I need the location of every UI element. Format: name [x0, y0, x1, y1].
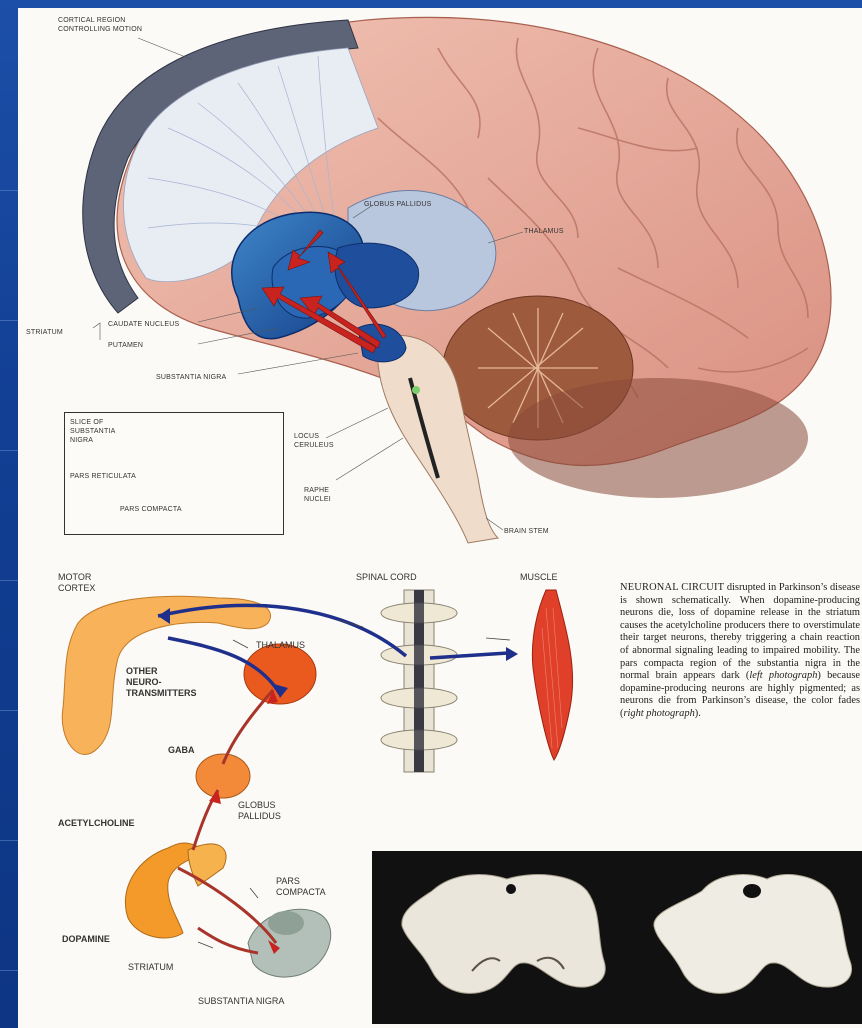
muscle-shape	[532, 590, 572, 760]
label-motor-cortex: MOTOR CORTEX	[58, 572, 95, 594]
normal-midbrain-slice	[402, 875, 605, 994]
label-gaba: GABA	[168, 745, 195, 756]
caption-body-1: disrupted in Parkinson’s disease is show…	[620, 582, 860, 681]
caption-head: NEURONAL CIRCUIT	[620, 582, 724, 593]
label-acetylcholine: ACETYLCHOLINE	[58, 818, 135, 829]
label-spinal-cord: SPINAL CORD	[356, 572, 417, 583]
label-muscle: MUSCLE	[520, 572, 558, 583]
label-thalamus-circuit: THALAMUS	[256, 640, 305, 651]
label-pars-compacta-circuit: PARS COMPACTA	[276, 876, 326, 898]
caption-body-3: ).	[695, 708, 701, 719]
midbrain-photographs	[372, 851, 862, 1024]
caption-right-photo: right photograph	[623, 708, 694, 719]
caption-left-photo: left photograph	[749, 670, 817, 681]
spinal-cord-shape	[381, 590, 457, 772]
label-striatum-circuit: STRIATUM	[128, 962, 173, 973]
label-other-neurotransmitters: OTHER NEURO- TRANSMITTERS	[126, 666, 197, 699]
label-dopamine: DOPAMINE	[62, 934, 110, 945]
figure-page: CORTICAL REGION CONTROLLING MOTION GLOBU…	[18, 8, 862, 1028]
label-globus-pallidus-circuit: GLOBUS PALLIDUS	[238, 800, 281, 822]
figure-caption: NEURONAL CIRCUIT disrupted in Parkinson’…	[620, 582, 860, 721]
label-substantia-nigra-circuit: SUBSTANTIA NIGRA	[198, 996, 284, 1007]
